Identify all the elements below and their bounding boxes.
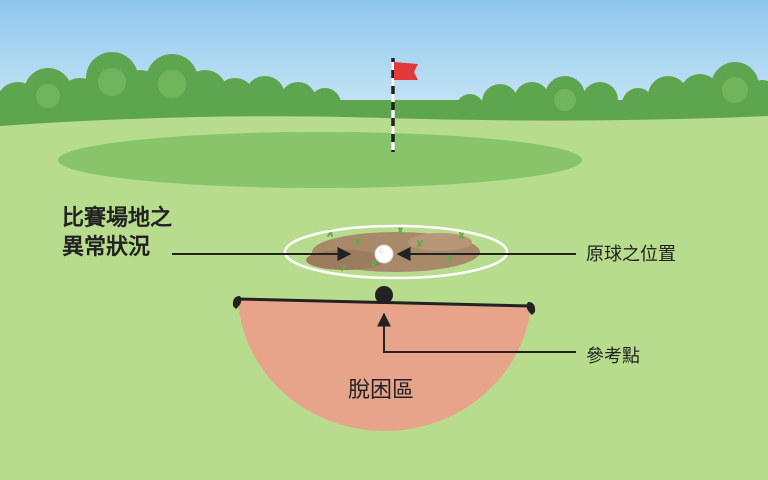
relief-area-label: 脫困區 <box>347 378 414 403</box>
relief-right-cap <box>526 302 536 315</box>
relief-left-cap <box>232 296 242 309</box>
abnormal-condition-label-line1: 比賽場地之 <box>62 206 173 231</box>
tree-line-highlight <box>36 68 748 111</box>
golf-ball-icon <box>374 244 394 264</box>
ball-position-label: 原球之位置 <box>586 244 676 265</box>
arrow-reference-point <box>377 312 576 353</box>
abnormal-condition-area <box>283 224 509 280</box>
abnormal-condition-label-line2: 異常狀況 <box>62 235 151 260</box>
relief-area <box>238 300 531 431</box>
abnormal-condition-label: 比賽場地之 異常狀況 <box>62 204 172 262</box>
reference-point-dot <box>375 286 393 304</box>
flag-icon <box>391 58 418 152</box>
reference-point-label: 參考點 <box>586 346 640 367</box>
putting-green <box>58 132 582 188</box>
